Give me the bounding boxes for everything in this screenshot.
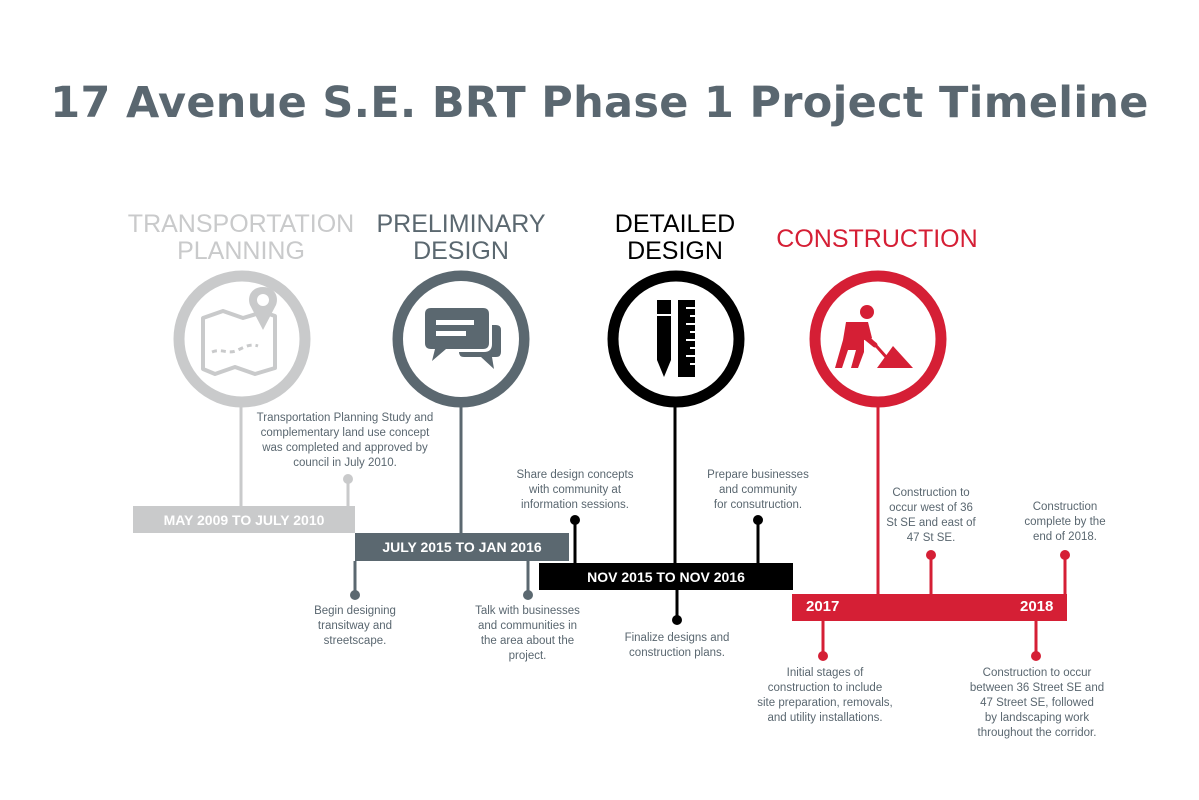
note-text: Construction to occur between 36 Street …: [969, 667, 1105, 739]
note-text: Talk with businesses and communities in …: [475, 605, 580, 662]
phase-label-line1: DETAILED: [614, 210, 736, 238]
note-text: Share design concepts with community at …: [516, 469, 634, 511]
phase-label-detailed: DETAILED DESIGN: [555, 211, 795, 265]
bar-detailed-bg: [539, 563, 793, 590]
phase-label-construction: CONSTRUCTION: [757, 226, 997, 253]
note-between-streets: Construction to occur between 36 Street …: [967, 666, 1107, 741]
note-initial-stages: Initial stages of construction to includ…: [751, 666, 899, 726]
note-share-concepts: Share design concepts with community at …: [511, 468, 639, 513]
note-occur-west: Construction to occur west of 36 St SE a…: [881, 486, 981, 546]
note-begin-designing: Begin designing transitway and streetsca…: [295, 604, 415, 649]
phase-label-line2: DESIGN: [627, 237, 723, 265]
note-text: Construction to occur west of 36 St SE a…: [886, 487, 976, 544]
note-complete-2018: Construction complete by the end of 2018…: [1015, 500, 1115, 545]
circle-preliminary-ring: [392, 270, 530, 408]
note-text: Begin designing transitway and streetsca…: [314, 605, 396, 647]
note-text: Finalize designs and construction plans.: [624, 632, 730, 659]
pencil-ruler-icon: [657, 300, 695, 377]
up-markers: [343, 474, 1070, 594]
note-text: Initial stages of construction to includ…: [757, 667, 893, 724]
date-range-planning: MAY 2009 TO JULY 2010: [163, 511, 325, 528]
page-title: 17 Avenue S.E. BRT Phase 1 Project Timel…: [50, 78, 1149, 128]
year-start-construction: 2017: [806, 598, 840, 615]
bar-preliminary-bg: [355, 533, 569, 561]
note-finalize-designs: Finalize designs and construction plans.: [615, 631, 739, 661]
year-end-construction: 2018: [1020, 598, 1054, 615]
note-planning-study: Transportation Planning Study and comple…: [245, 411, 445, 471]
note-text: Transportation Planning Study and comple…: [256, 412, 434, 469]
bar-construction-bg: [792, 594, 1067, 621]
circle-planning: [173, 270, 311, 408]
note-talk-businesses: Talk with businesses and communities in …: [465, 604, 590, 664]
note-prepare-businesses: Prepare businesses and community for con…: [697, 468, 819, 513]
circle-construction: [809, 270, 947, 408]
bar-planning-bg: [133, 506, 355, 533]
phase-label-preliminary: PRELIMINARY DESIGN: [341, 211, 581, 265]
worker-shovel-icon: [835, 305, 913, 368]
down-markers: [350, 561, 1041, 661]
phase-label-line1: PRELIMINARY: [376, 210, 546, 238]
date-range-detailed: NOV 2015 TO NOV 2016: [587, 568, 745, 585]
phase-label-line2: DESIGN: [413, 237, 509, 265]
phase-label-line1: CONSTRUCTION: [776, 225, 978, 253]
map-pin-icon: [201, 287, 277, 376]
phase-label-line1: TRANSPORTATION: [127, 210, 355, 238]
note-text: Construction complete by the end of 2018…: [1024, 501, 1106, 543]
phase-label-planning: TRANSPORTATION PLANNING: [121, 211, 361, 265]
note-text: Prepare businesses and community for con…: [707, 469, 809, 511]
circle-detailed: [607, 270, 745, 408]
phase-label-line2: PLANNING: [177, 237, 305, 265]
date-range-preliminary: JULY 2015 TO JAN 2016: [382, 539, 542, 555]
chat-bubbles-icon: [403, 281, 519, 397]
